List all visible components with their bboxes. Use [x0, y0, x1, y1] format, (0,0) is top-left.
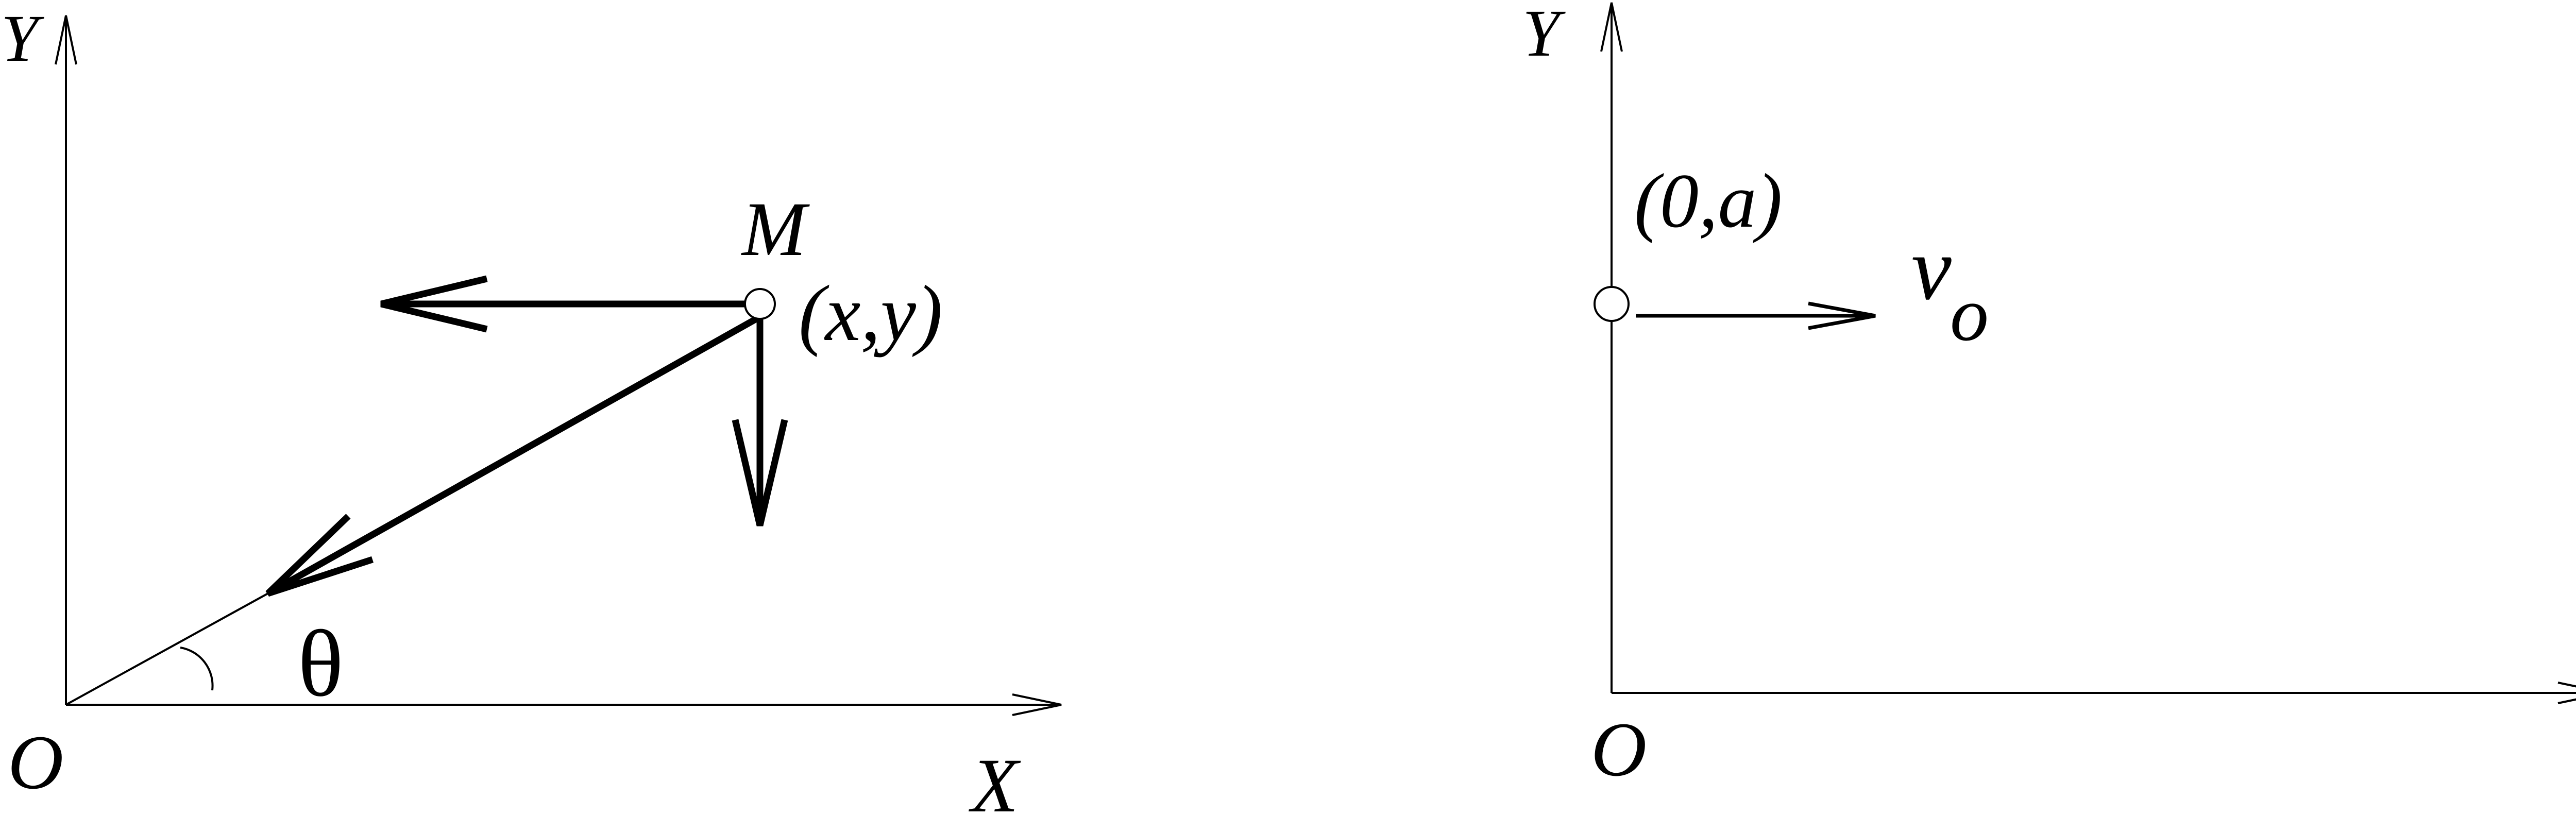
- horizontal-force-arrow: [380, 275, 760, 333]
- left-y-axis-label: Y: [1, 2, 44, 76]
- right-diagram: Y X O (0,a) v o: [1522, 0, 2576, 792]
- angle-arc: [180, 647, 214, 691]
- point-coordinates-label: (x,y): [799, 269, 943, 358]
- right-y-axis-label: Y: [1522, 0, 1566, 71]
- point-m-label: M: [741, 186, 810, 272]
- point-m-marker: [744, 288, 776, 320]
- left-x-axis: [66, 693, 1062, 716]
- angle-reference-line: [65, 592, 268, 706]
- angle-label: θ: [298, 611, 344, 717]
- right-y-axis: [1600, 2, 1623, 693]
- radial-force-arrow: [265, 314, 762, 597]
- right-origin-label: O: [1591, 707, 1647, 792]
- velocity-symbol: v: [1911, 218, 1952, 318]
- initial-velocity-arrow: [1636, 301, 1876, 330]
- vertical-force-arrow: [732, 304, 788, 527]
- start-point-marker: [1594, 286, 1630, 322]
- start-point-label: (0,a): [1634, 158, 1782, 244]
- left-diagram: Y X O M (x,y) θ: [1, 2, 1062, 815]
- left-x-axis-label: X: [969, 743, 1021, 815]
- velocity-subscript: o: [1950, 271, 1989, 357]
- left-origin-label: O: [8, 720, 63, 805]
- right-x-axis: [1612, 682, 2576, 704]
- left-y-axis: [55, 15, 77, 705]
